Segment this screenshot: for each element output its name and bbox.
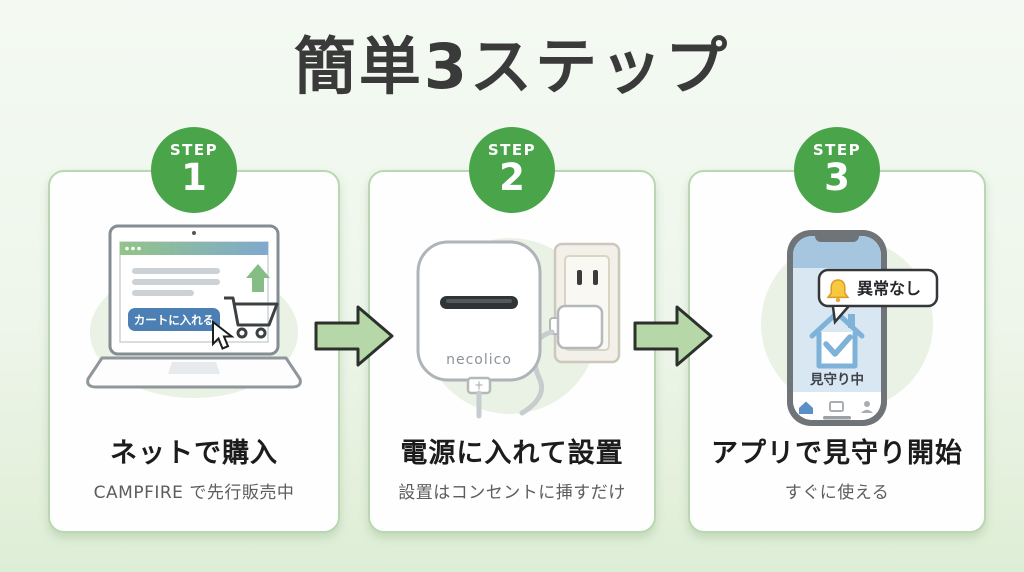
page-title: 簡単3ステップ: [293, 30, 731, 103]
bubble-tail: [831, 305, 850, 325]
step-2-subtitle: 設置はコンセントに挿すだけ: [398, 483, 626, 503]
cart-icon: [224, 296, 279, 327]
usb-adapter-icon: [556, 304, 604, 350]
laptop-illustration: カートに入れる: [74, 220, 314, 402]
usb-glyph: [475, 381, 483, 390]
step-badge-number: 3: [824, 155, 850, 199]
outlet-slot: [593, 270, 598, 285]
step-badge-1: STEP 1: [151, 127, 237, 213]
cursor-icon: [212, 319, 235, 350]
step-3-subtitle: すぐに使える: [784, 483, 890, 503]
check-mark: [823, 334, 853, 357]
add-to-cart-button-label: カートに入れる: [134, 313, 215, 327]
notification-text: 異常なし: [857, 279, 921, 298]
arrow-right-icon: [312, 301, 396, 375]
step-badge-label: STEP: [812, 141, 862, 160]
phone-illustration: 見守り中 異常なし: [717, 220, 957, 430]
browser-titlebar: [120, 242, 268, 255]
step-1-title: ネットで購入: [110, 438, 278, 470]
device-plugged-into-outlet-graphic: necolico: [416, 238, 621, 419]
phone-notch: [815, 230, 859, 242]
bell-icon: [826, 279, 850, 299]
text-line: [132, 290, 194, 296]
monitoring-status-label: 見守り中: [809, 371, 864, 388]
arrow-right-icon: [631, 301, 715, 375]
step-2-title: 電源に入れて設置: [400, 438, 624, 470]
step-1-subtitle: CAMPFIRE で先行販売中: [93, 483, 295, 503]
step-badge-label: STEP: [169, 141, 219, 160]
outlet-slot: [577, 270, 582, 285]
arrow-up-icon: [246, 264, 270, 292]
add-to-cart-button: [128, 308, 220, 331]
step-badge-number: 1: [181, 155, 207, 199]
step-badge-2: STEP 2: [469, 127, 555, 213]
home-indicator: [823, 416, 851, 420]
profile-icon: [864, 401, 870, 407]
step-badge-3: STEP 3: [794, 127, 880, 213]
devices-icon: [829, 401, 844, 412]
step-badge-label: STEP: [487, 141, 537, 160]
step-card-3: 見守り中 異常なし アプリで見守り開始 すぐに使える: [688, 170, 986, 533]
smartphone-monitoring-app-graphic: 見守り中 異常なし: [761, 230, 939, 426]
device-illustration: necolico: [392, 220, 632, 420]
step-card-2: necolico 電源に入れて設置 設置はコンセントに挿すだけ: [368, 170, 656, 533]
laptop-touchpad: [168, 362, 220, 374]
step-3-title: アプリで見守り開始: [711, 438, 963, 470]
text-line: [132, 268, 220, 274]
device-name-label: necolico: [446, 352, 512, 368]
home-icon: [799, 401, 813, 414]
step-badge-number: 2: [499, 155, 525, 199]
house-chimney: [848, 314, 855, 328]
laptop-online-shop-graphic: カートに入れる: [86, 224, 302, 398]
step-card-1: カートに入れる ネットで購入 CAMPFIRE で先行販売中: [48, 170, 340, 533]
webcam-dot: [192, 231, 196, 235]
text-line: [132, 279, 220, 285]
